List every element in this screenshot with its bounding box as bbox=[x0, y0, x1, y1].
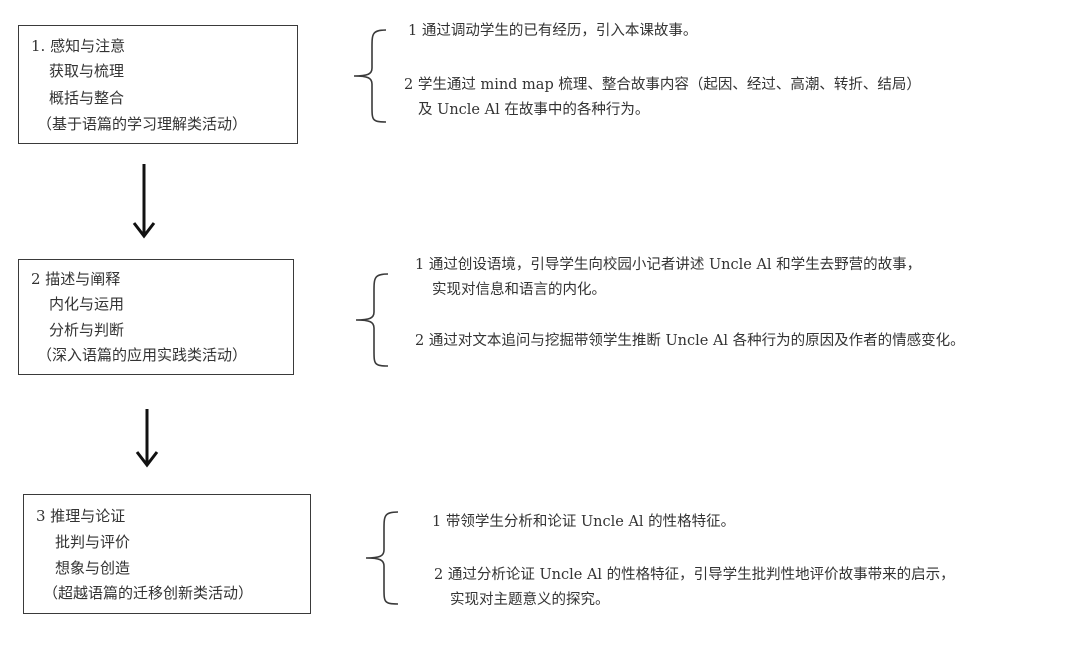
stage-2-item-1-line-2: 实现对信息和语言的内化。 bbox=[432, 282, 606, 298]
stage-2-item-1-line-1: 1 通过创设语境，引导学生向校园小记者讲述 Uncle Al 和学生去野营的故事… bbox=[415, 257, 922, 273]
stage-1-item-1: 1 通过调动学生的已有经历，引入本课故事。 bbox=[408, 23, 698, 39]
stage-1-category: （基于语篇的学习理解类活动） bbox=[37, 115, 248, 133]
stage-2-box: 2 描述与阐释 内化与运用 分析与判断 （深入语篇的应用实践类活动） bbox=[18, 259, 294, 375]
stage-1-box: 1. 感知与注意 获取与梳理 概括与整合 （基于语篇的学习理解类活动） bbox=[18, 25, 298, 144]
brace-icon bbox=[353, 29, 387, 123]
stage-2-item-2: 2 通过对文本追问与挖掘带领学生推断 Uncle Al 各种行为的原因及作者的情… bbox=[415, 333, 965, 349]
down-arrow-icon bbox=[135, 409, 159, 468]
stage-1-sub-2: 概括与整合 bbox=[49, 89, 125, 107]
stage-1-item-2-line-2: 及 Uncle Al 在故事中的各种行为。 bbox=[418, 102, 650, 118]
stage-3-item-1: 1 带领学生分析和论证 Uncle Al 的性格特征。 bbox=[432, 514, 736, 530]
brace-icon bbox=[365, 511, 399, 605]
stage-2-sub-2: 分析与判断 bbox=[49, 321, 125, 339]
brace-icon bbox=[355, 273, 389, 367]
stage-3-category: （超越语篇的迁移创新类活动） bbox=[43, 584, 254, 602]
stage-2-title: 2 描述与阐释 bbox=[31, 270, 121, 288]
stage-1-item-2-line-1: 2 学生通过 mind map 梳理、整合故事内容（起因、经过、高潮、转折、结局… bbox=[404, 77, 921, 93]
stage-3-box: 3 推理与论证 批判与评价 想象与创造 （超越语篇的迁移创新类活动） bbox=[23, 494, 311, 614]
stage-1-sub-1: 获取与梳理 bbox=[49, 62, 125, 80]
stage-3-item-2-line-1: 2 通过分析论证 Uncle Al 的性格特征，引导学生批判性地评价故事带来的启… bbox=[434, 567, 955, 583]
down-arrow-icon bbox=[132, 164, 156, 239]
stage-3-item-2-line-2: 实现对主题意义的探究。 bbox=[450, 592, 610, 608]
stage-2-sub-1: 内化与运用 bbox=[49, 295, 125, 313]
stage-1-title: 1. 感知与注意 bbox=[31, 37, 126, 55]
stage-3-sub-2: 想象与创造 bbox=[55, 559, 131, 577]
stage-3-sub-1: 批判与评价 bbox=[55, 533, 131, 551]
stage-3-title: 3 推理与论证 bbox=[36, 507, 126, 525]
stage-2-category: （深入语篇的应用实践类活动） bbox=[37, 346, 248, 364]
